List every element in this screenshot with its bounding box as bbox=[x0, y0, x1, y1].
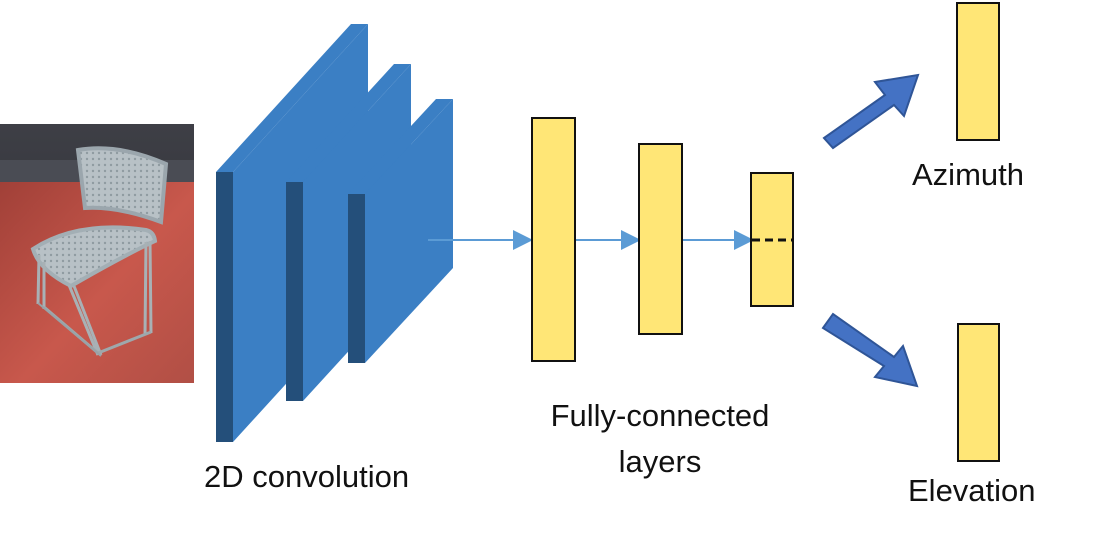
fc-layer-2 bbox=[638, 143, 683, 335]
conv-block-3 bbox=[348, 99, 453, 363]
fc-layer-1 bbox=[531, 117, 576, 362]
elevation-vector bbox=[957, 323, 1000, 462]
chair-legs bbox=[36, 240, 153, 356]
fc-label: Fully-connected layers bbox=[550, 398, 770, 479]
chair-frame-line bbox=[37, 302, 102, 357]
chair-seat bbox=[30, 225, 158, 289]
input-image bbox=[0, 124, 194, 383]
azimuth-arrow-icon bbox=[822, 73, 920, 150]
elevation-label: Elevation bbox=[908, 473, 1036, 508]
azimuth-vector bbox=[956, 2, 1000, 141]
conv-label: 2D convolution bbox=[204, 459, 410, 494]
azimuth-label: Azimuth bbox=[912, 157, 1024, 192]
elevation-arrow-icon bbox=[821, 312, 919, 388]
chair-backrest bbox=[75, 146, 169, 225]
